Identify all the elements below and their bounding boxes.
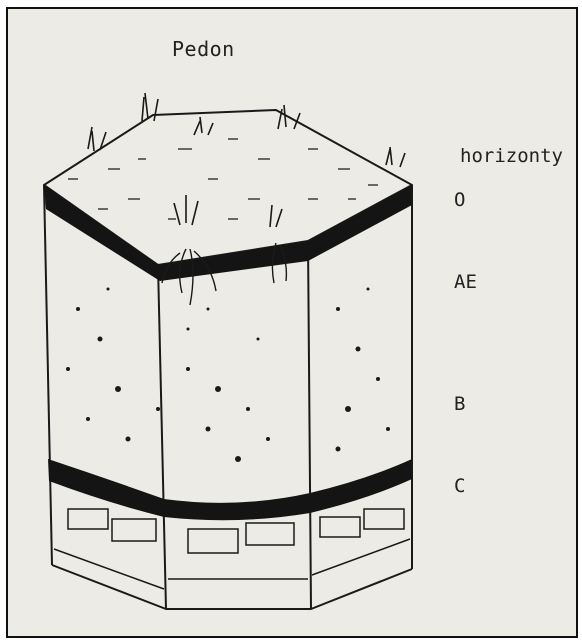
horizon-c-rocks [54, 509, 410, 589]
pedon-edge-front-right [308, 241, 311, 609]
pedon-edge-left [44, 185, 52, 565]
horizon-c-band [48, 459, 412, 520]
grass-tufts [88, 93, 405, 227]
horizon-o-band [44, 185, 412, 281]
pedon-bottom-outline [52, 565, 412, 609]
surface-litter [68, 139, 378, 219]
pedon-edge-front-left [158, 265, 166, 609]
figure-frame: Pedon horizonty O AE B C [6, 7, 578, 638]
pedon-illustration [8, 9, 576, 636]
horizon-b-dots [66, 288, 390, 463]
